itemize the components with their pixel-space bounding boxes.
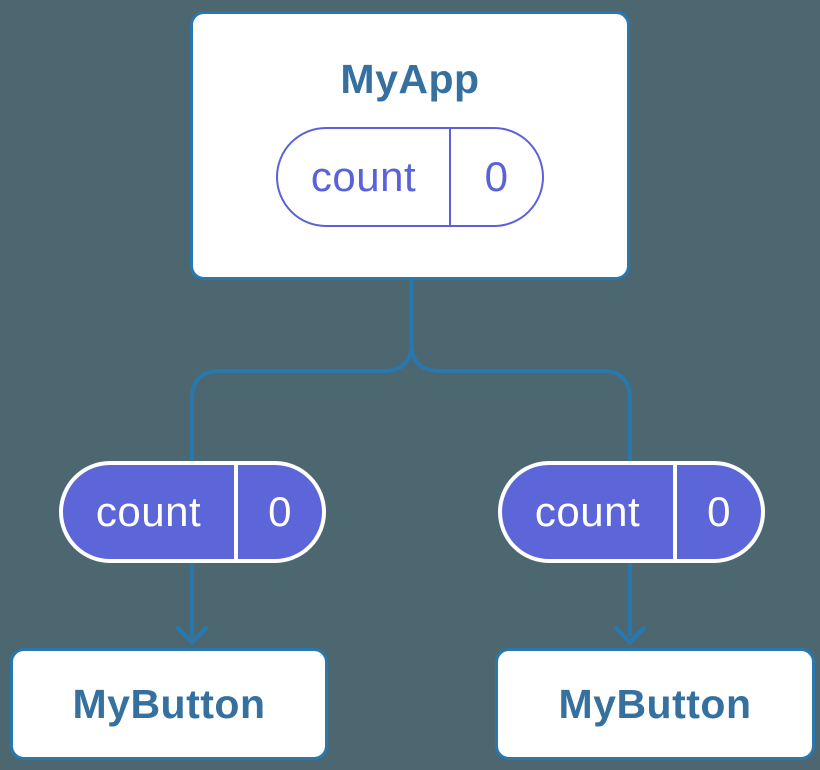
state-pill-key-label: count	[310, 153, 417, 200]
connector-left-branch	[190, 280, 414, 636]
left-button-node: MyButton	[10, 648, 328, 760]
right-prop-pill-value-section: 0	[677, 465, 761, 559]
right-prop-pill-key-section: count	[502, 465, 677, 559]
left-button-node-label: MyButton	[72, 680, 266, 727]
left-prop-pill-value: 0	[268, 488, 292, 535]
right-prop-pill-value: 0	[707, 488, 731, 535]
left-prop-pill: count 0	[59, 461, 326, 563]
right-button-node: MyButton	[495, 648, 815, 760]
state-pill-value: 0	[484, 153, 509, 200]
right-prop-pill: count 0	[498, 461, 765, 563]
right-button-node-label: MyButton	[558, 680, 752, 727]
state-pill-value-section: 0	[451, 129, 542, 225]
left-prop-pill-key-section: count	[63, 465, 238, 559]
connector-right-branch	[409, 280, 632, 636]
arrow-down-left-icon	[175, 625, 209, 646]
state-pill-key-section: count	[278, 129, 451, 225]
arrow-down-right-icon	[613, 625, 647, 646]
app-node: MyApp count 0	[190, 11, 630, 280]
app-state-pill: count 0	[276, 127, 544, 227]
left-prop-pill-value-section: 0	[238, 465, 322, 559]
left-prop-pill-key-label: count	[95, 488, 202, 535]
right-prop-pill-key-label: count	[534, 488, 641, 535]
app-node-label: MyApp	[340, 56, 480, 102]
